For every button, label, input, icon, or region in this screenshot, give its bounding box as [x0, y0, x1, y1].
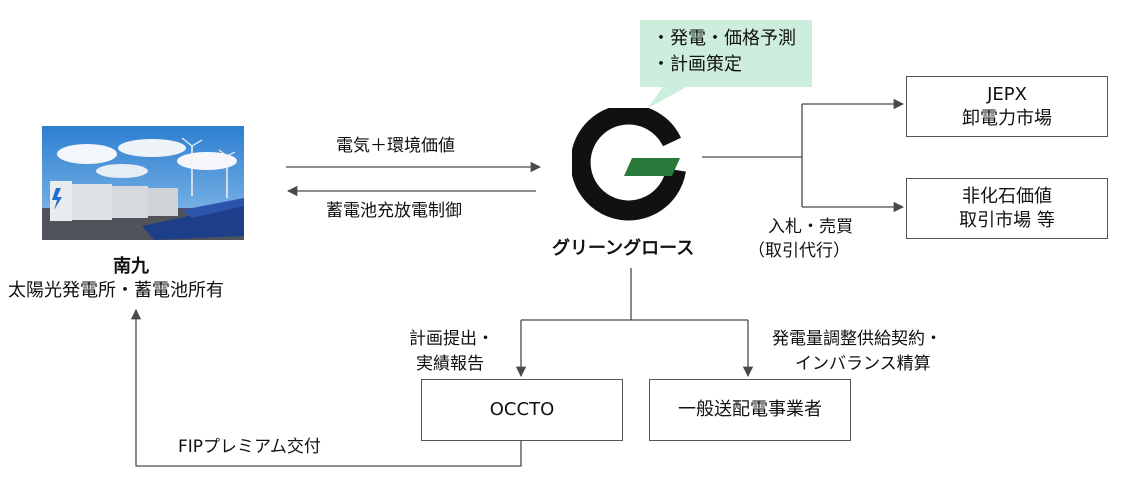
bidding-label-1: 入札・売買 [768, 217, 853, 237]
tso-label: 一般送配電事業者 [678, 399, 822, 420]
jepx-box: JEPX 卸電力市場 [906, 76, 1108, 137]
nonfossil-line-2: 取引市場 等 [959, 209, 1055, 231]
nonfossil-line-1: 非化石価値 [962, 185, 1052, 207]
nonfossil-market-box: 非化石価値 取引市場 等 [906, 178, 1108, 239]
company-logo-icon [572, 108, 686, 221]
contract-label-1: 発電量調整供給契約・ [772, 329, 942, 349]
tso-box: 一般送配電事業者 [649, 379, 851, 441]
flow-label-to-company: 電気＋環境価値 [336, 136, 455, 156]
company-name: グリーングロース [552, 238, 695, 259]
flow-label-to-owner: 蓄電池充放電制御 [326, 201, 462, 221]
forecast-bubble: ・発電・価格予測 ・計画策定 [640, 20, 812, 87]
owner-description: 太陽光発電所・蓄電池所有 [8, 280, 224, 301]
solar-battery-photo [42, 126, 244, 240]
occto-box: OCCTO [421, 379, 623, 441]
arrow-fip [130, 308, 522, 467]
jepx-line-2: 卸電力市場 [962, 107, 1052, 129]
bubble-line-2: ・計画策定 [652, 54, 742, 75]
occto-label: OCCTO [489, 399, 555, 420]
owner-name: 南九 [113, 256, 149, 277]
jepx-line-1: JEPX [987, 83, 1027, 105]
bubble-line-1: ・発電・価格予測 [652, 28, 796, 49]
plan-label-2: 実績報告 [416, 354, 484, 374]
bidding-label-2: （取引代行） [748, 241, 850, 261]
bubble-tail [648, 84, 692, 108]
plan-label-1: 計画提出・ [409, 329, 494, 349]
contract-label-2: インバランス精算 [795, 354, 931, 374]
fip-label: FIPプレミアム交付 [178, 437, 321, 457]
